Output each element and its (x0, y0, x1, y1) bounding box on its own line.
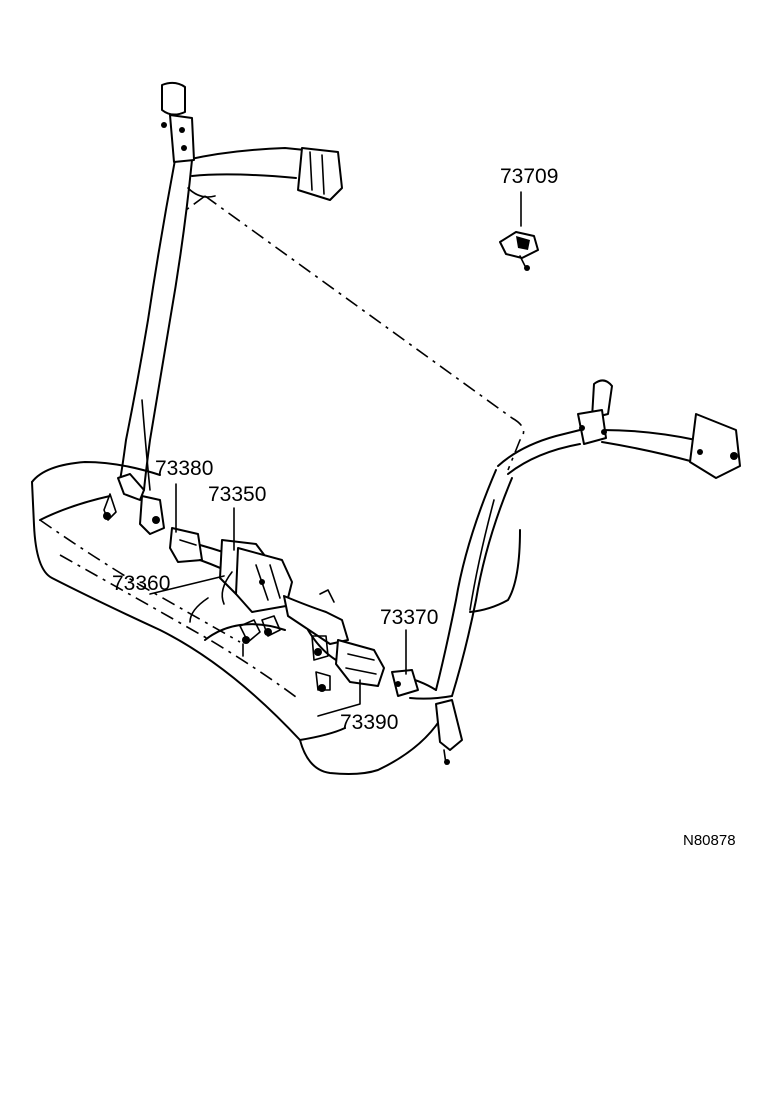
left-outboard-belt (103, 81, 343, 535)
center-buckle-assembly (169, 527, 385, 692)
seat-cushion-outline (31, 461, 441, 775)
part-label-73370: 73370 (380, 606, 438, 629)
right-outboard-belt (391, 379, 741, 765)
part-label-73360: 73360 (112, 572, 170, 595)
part-label-73380: 73380 (155, 457, 213, 480)
part-label-73390: 73390 (340, 711, 398, 734)
clip-part-73709 (499, 191, 539, 271)
seat-back-outline (185, 195, 525, 471)
part-label-73709: 73709 (500, 165, 558, 188)
leader-lines (149, 483, 407, 717)
part-label-73350: 73350 (208, 483, 266, 506)
illustration-reference-code: N80878 (683, 832, 736, 849)
